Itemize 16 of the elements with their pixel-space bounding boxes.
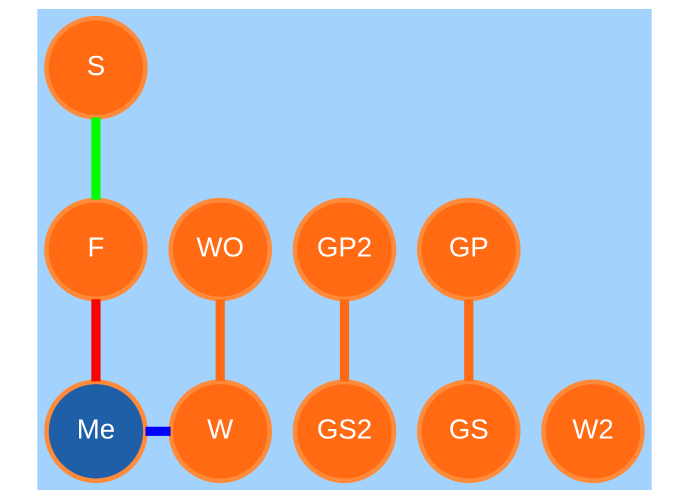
node-circle: GP2 (292, 197, 396, 301)
connector (215, 298, 224, 381)
node-circle: GP (416, 197, 520, 301)
connector (464, 298, 473, 381)
node-circle: WO (168, 197, 272, 301)
connector (90, 298, 100, 381)
node-circle: S (44, 15, 148, 119)
connector (90, 116, 100, 200)
connector (339, 298, 349, 381)
node-circle: F (44, 197, 148, 301)
node-circle: W (168, 379, 272, 483)
node-circle: W2 (540, 379, 644, 483)
connector (144, 426, 170, 436)
node-circle: GS (416, 379, 520, 483)
node-circle: Me (44, 379, 148, 483)
node-circle: GS2 (292, 379, 396, 483)
